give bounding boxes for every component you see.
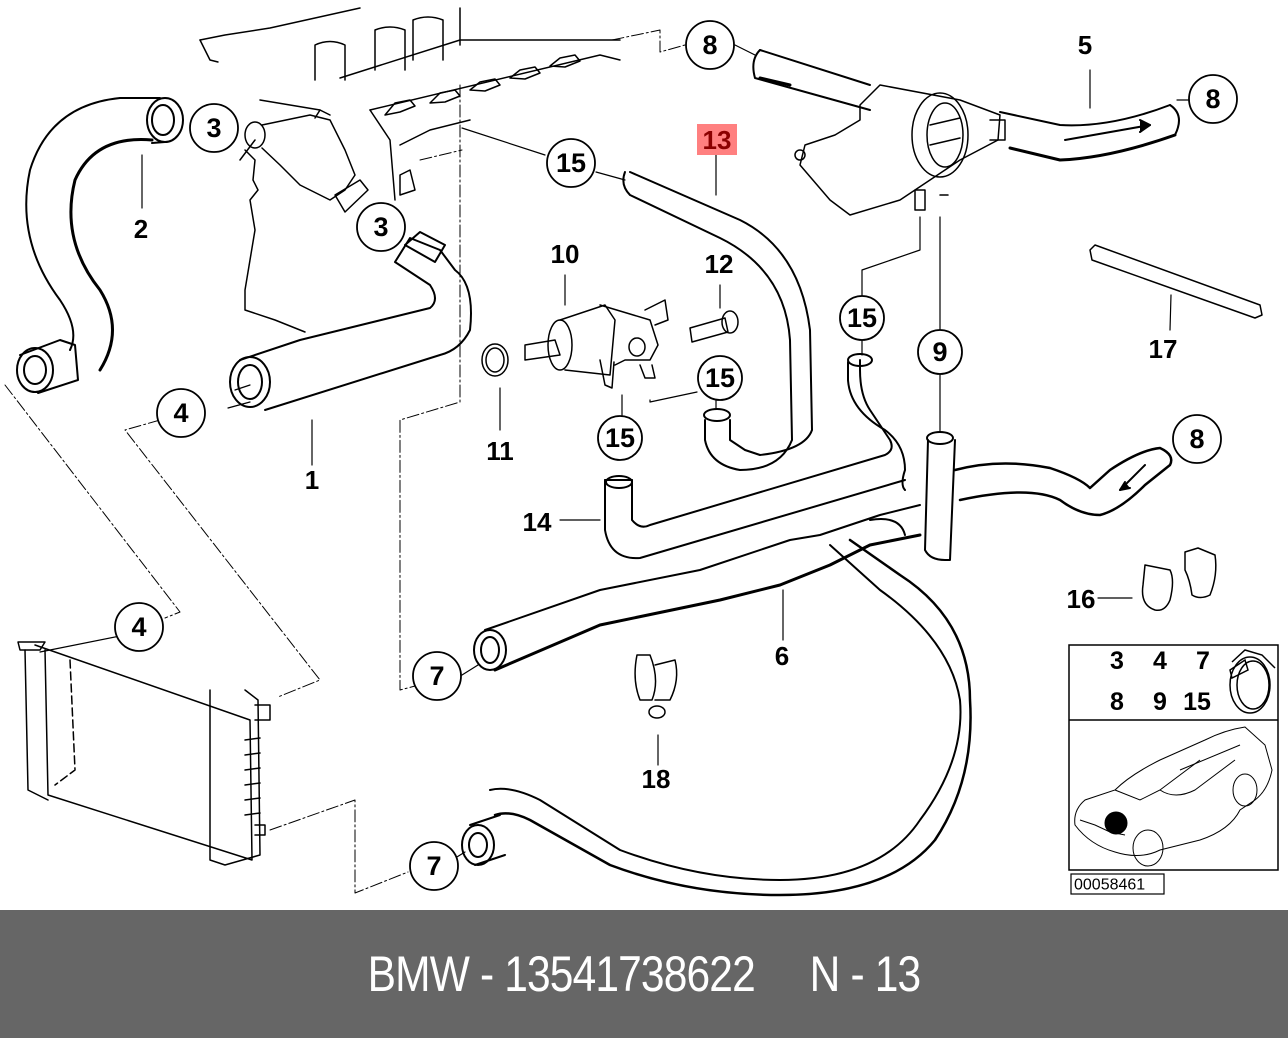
callout-7a[interactable]: 7 bbox=[412, 651, 462, 701]
cable-tie-17 bbox=[1089, 244, 1263, 319]
legend-box: 3 4 8 7 8 9 15 bbox=[1068, 644, 1279, 871]
highlight-box bbox=[697, 124, 737, 155]
callout-8b[interactable]: 8 bbox=[1188, 74, 1238, 124]
part-label-16[interactable]: 16 bbox=[1067, 584, 1096, 614]
throttle-body bbox=[794, 84, 1006, 216]
callout-15b[interactable]: 15 bbox=[839, 295, 885, 341]
hose-9 bbox=[924, 431, 1173, 561]
svg-text:9: 9 bbox=[932, 337, 947, 367]
part-label-17[interactable]: 17 bbox=[1149, 334, 1178, 364]
footer-separator-2: - bbox=[839, 946, 875, 1002]
svg-text:15: 15 bbox=[556, 148, 586, 178]
svg-text:15: 15 bbox=[847, 303, 877, 333]
callout-15d[interactable]: 15 bbox=[597, 415, 643, 461]
footer-part-number: 13541738622 bbox=[504, 946, 756, 1002]
svg-text:7: 7 bbox=[429, 661, 444, 691]
callout-8c[interactable]: 8 bbox=[1172, 414, 1222, 464]
footer-part-info: BMW - 13541738622 N - 13 bbox=[97, 910, 1192, 1038]
svg-text:4: 4 bbox=[173, 398, 188, 428]
hose-14 bbox=[604, 353, 906, 560]
car-location-icon bbox=[1074, 726, 1273, 867]
svg-text:8: 8 bbox=[1189, 424, 1204, 454]
callout-4a[interactable]: 4 bbox=[156, 388, 206, 438]
svg-text:13: 13 bbox=[703, 125, 732, 155]
legend-num: 9 bbox=[1153, 688, 1167, 716]
callout-9[interactable]: 9 bbox=[917, 329, 963, 375]
callout-7b[interactable]: 7 bbox=[409, 841, 459, 891]
footer-position-prefix: N bbox=[809, 946, 841, 1002]
part-label-18[interactable]: 18 bbox=[642, 764, 671, 794]
legend-num: 4 bbox=[1153, 647, 1167, 675]
reference-number: 00058461 bbox=[1074, 877, 1145, 894]
reference-number-box: 00058461 bbox=[1070, 873, 1165, 895]
hose-6 bbox=[461, 504, 972, 897]
svg-text:7: 7 bbox=[426, 851, 441, 881]
part-label-13-highlighted[interactable]: 13 bbox=[697, 124, 737, 155]
svg-text:8: 8 bbox=[1205, 84, 1220, 114]
footer-bar: BMW - 13541738622 N - 13 bbox=[0, 910, 1288, 1038]
part-label-5[interactable]: 5 bbox=[1078, 30, 1092, 60]
leader-lines bbox=[39, 44, 1191, 861]
part-label-6[interactable]: 6 bbox=[775, 641, 789, 671]
hose-5 bbox=[752, 49, 1180, 162]
connector-lines bbox=[4, 29, 686, 894]
legend-num: 7 bbox=[1196, 647, 1210, 675]
hose-13 bbox=[622, 171, 813, 471]
thermostat-housing bbox=[244, 109, 369, 213]
footer-brand: BMW bbox=[367, 946, 470, 1002]
callout-15a[interactable]: 15 bbox=[546, 138, 596, 188]
svg-text:4: 4 bbox=[131, 612, 146, 642]
svg-text:3: 3 bbox=[206, 113, 221, 143]
svg-text:15: 15 bbox=[605, 423, 635, 453]
parts-diagram: 3 3 4 4 7 7 8 8 8 9 15 15 bbox=[4, 7, 1279, 897]
engine-block bbox=[199, 7, 621, 333]
callout-3a[interactable]: 3 bbox=[189, 103, 239, 153]
callout-3b[interactable]: 3 bbox=[356, 202, 406, 252]
footer-spacer bbox=[755, 945, 810, 1003]
footer-separator: - bbox=[468, 946, 505, 1002]
radiator bbox=[17, 641, 271, 866]
valve-10 bbox=[481, 299, 669, 389]
svg-text:15: 15 bbox=[705, 363, 735, 393]
hose-1 bbox=[229, 231, 472, 411]
hose-2 bbox=[16, 97, 184, 394]
clip-16 bbox=[1141, 547, 1217, 612]
svg-text:8: 8 bbox=[702, 30, 717, 60]
part-label-14[interactable]: 14 bbox=[523, 507, 552, 537]
callout-4b[interactable]: 4 bbox=[114, 602, 164, 652]
callout-8a[interactable]: 8 bbox=[685, 20, 735, 70]
hose-clamp-icon bbox=[1229, 649, 1276, 714]
diagram-svg: 3 3 4 4 7 7 8 8 8 9 15 15 bbox=[4, 7, 1279, 897]
part-label-1[interactable]: 1 bbox=[305, 465, 319, 495]
legend-num: 8 bbox=[1110, 688, 1124, 716]
legend-num: 3 bbox=[1110, 647, 1124, 675]
part-label-11[interactable]: 11 bbox=[486, 436, 514, 466]
footer-position-number: 13 bbox=[874, 946, 921, 1002]
part-label-10[interactable]: 10 bbox=[551, 239, 580, 269]
bolt-12 bbox=[689, 310, 739, 343]
part-label-2[interactable]: 2 bbox=[134, 214, 148, 244]
svg-text:3: 3 bbox=[373, 212, 388, 242]
callout-15c[interactable]: 15 bbox=[697, 355, 743, 401]
part-label-12[interactable]: 12 bbox=[705, 249, 734, 279]
clip-18 bbox=[634, 654, 678, 719]
legend-num: 15 bbox=[1183, 688, 1211, 716]
